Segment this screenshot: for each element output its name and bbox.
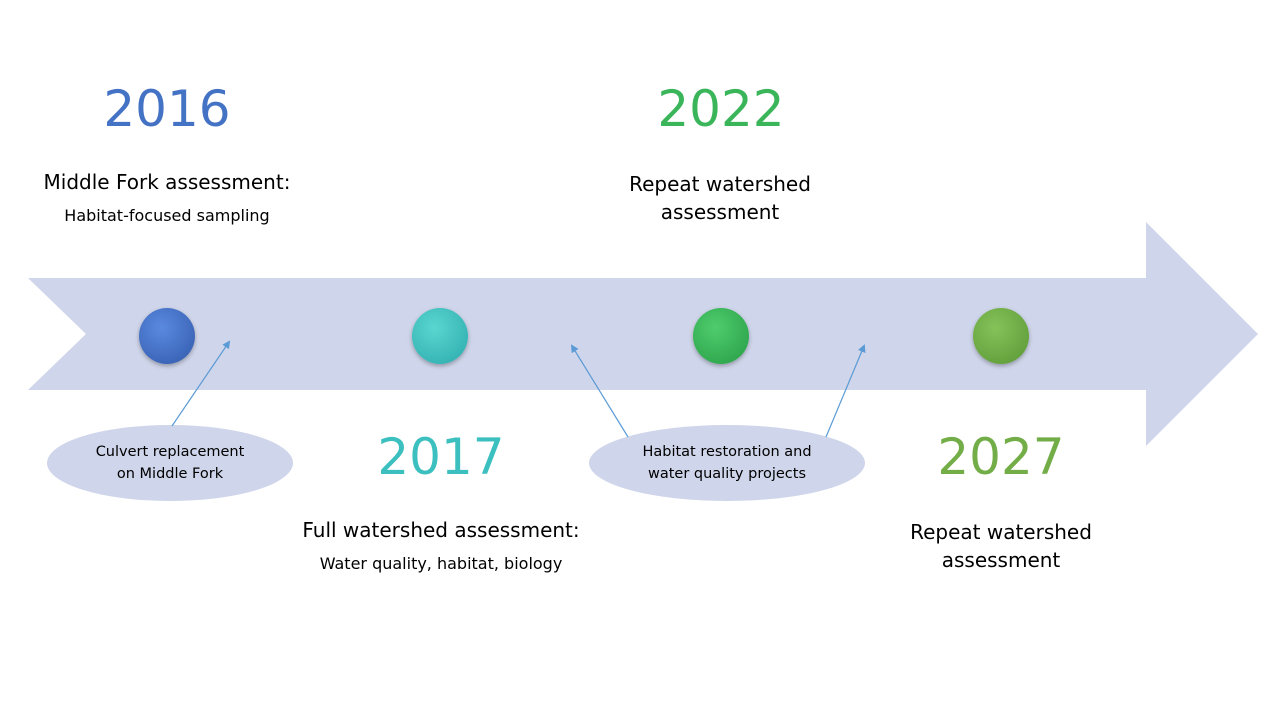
callout-culvert-line2: on Middle Fork <box>116 466 224 482</box>
connector-arrow-restoration-right <box>825 344 866 438</box>
event-description-2027-line2: assessment <box>941 548 1061 572</box>
year-label-2017: 2017 <box>377 428 505 486</box>
milestone-dot-2027 <box>973 308 1029 364</box>
milestone-dot-2017 <box>412 308 468 364</box>
event-description-2027-line1: Repeat watershed <box>910 520 1092 544</box>
callout-restoration-line1: Habitat restoration and <box>642 444 812 460</box>
callout-ellipse-restoration <box>589 425 865 501</box>
timeline-arrow <box>28 222 1258 446</box>
connector-arrow-culvert <box>171 340 231 427</box>
callout-ellipse-culvert <box>47 425 293 501</box>
callout-culvert-line1: Culvert replacement <box>95 444 245 460</box>
event-title-2016: Middle Fork assessment: <box>43 170 291 194</box>
event-subtitle-2017: Water quality, habitat, biology <box>319 554 563 573</box>
event-description-2022-line2: assessment <box>660 200 780 224</box>
milestone-dot-2016 <box>139 308 195 364</box>
event-subtitle-2016: Habitat-focused sampling <box>64 206 270 225</box>
year-label-2022: 2022 <box>657 80 785 138</box>
year-label-2016: 2016 <box>103 80 231 138</box>
milestone-dot-2022 <box>693 308 749 364</box>
year-label-2027: 2027 <box>937 428 1065 486</box>
event-title-2017: Full watershed assessment: <box>302 518 580 542</box>
connector-arrow-restoration-left <box>570 344 629 438</box>
event-description-2022-line1: Repeat watershed <box>629 172 811 196</box>
callout-restoration-line2: water quality projects <box>647 466 806 482</box>
